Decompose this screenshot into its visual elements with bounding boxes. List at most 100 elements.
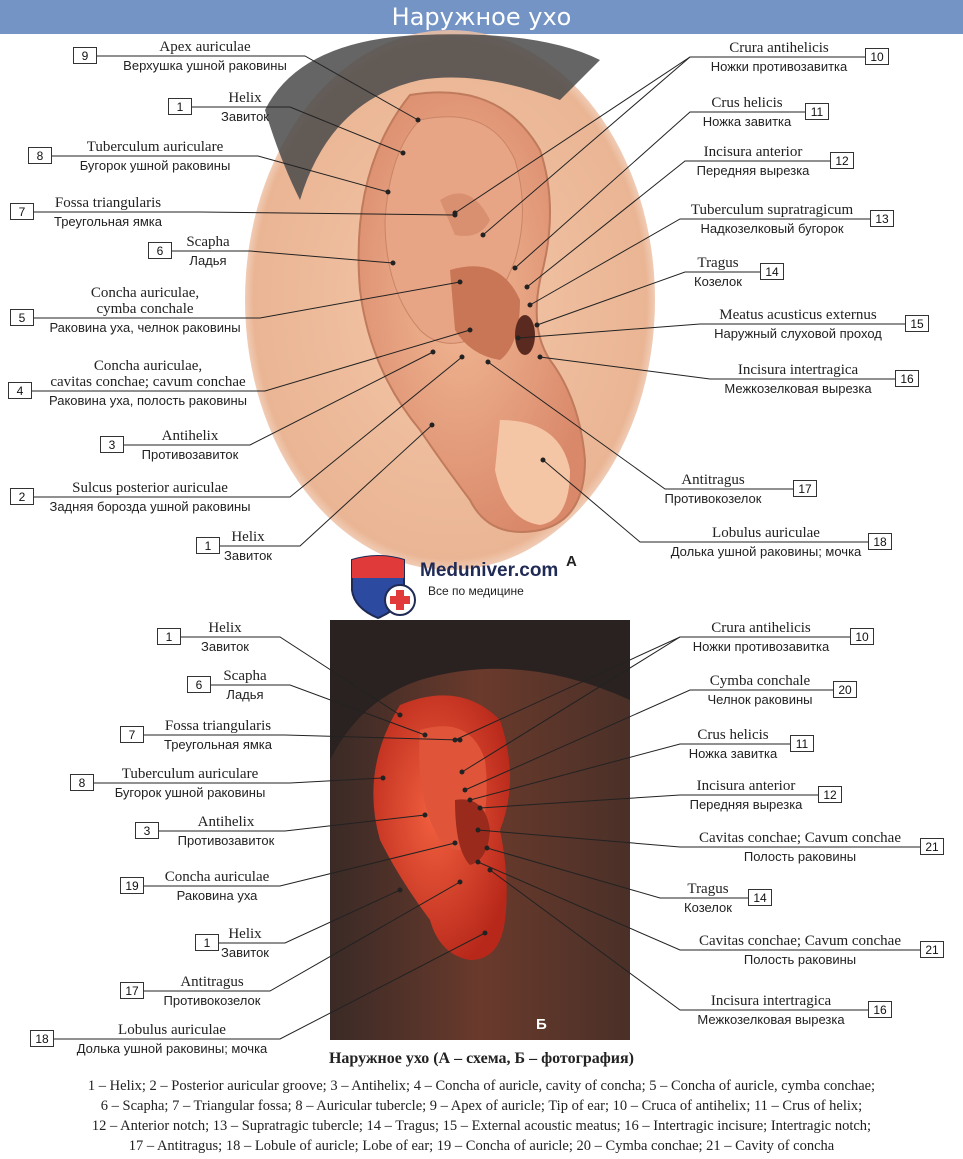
label-number: 11 — [790, 735, 814, 752]
label-russian: Раковина уха — [176, 888, 258, 903]
leader-line — [144, 734, 461, 741]
label-latin: Incisura anterior — [696, 778, 796, 794]
label-number: 10 — [850, 628, 874, 645]
leader-line — [461, 636, 850, 773]
leader-dot — [459, 354, 465, 360]
label-latin: Antihelix — [197, 814, 255, 830]
leader-line — [489, 869, 868, 1011]
leader-dot — [512, 265, 518, 271]
label-latin: Cavitas conchae; Cavum conchae — [698, 933, 902, 949]
label-latin: Helix — [228, 90, 262, 106]
leader-line — [479, 794, 818, 809]
label-number: 21 — [920, 838, 944, 855]
leader-dot — [515, 335, 521, 341]
leader-dot — [452, 210, 458, 216]
label-latin: Tuberculum supratragicum — [690, 202, 854, 218]
label-number: 1 — [195, 934, 219, 951]
leader-dot — [415, 117, 421, 123]
leader-dot — [459, 769, 465, 775]
leader-line — [526, 160, 830, 288]
leader-line — [181, 636, 401, 716]
label-russian: Противозавиток — [141, 447, 239, 462]
leader-dot — [467, 327, 473, 333]
leader-line — [517, 323, 905, 339]
label-latin: Helix — [231, 529, 265, 545]
leader-dot — [397, 887, 403, 893]
leader-dot — [540, 457, 546, 463]
leader-line — [536, 271, 760, 326]
leader-line — [54, 932, 486, 1040]
leader-line — [464, 689, 833, 791]
leader-dot — [422, 812, 428, 818]
label-number: 8 — [70, 774, 94, 791]
caption-line: 12 – Anterior notch; 13 – Supratragic tu… — [91, 1118, 872, 1134]
label-latin: Fossa triangularis — [54, 195, 162, 211]
leader-dot — [457, 279, 463, 285]
leader-dot — [467, 797, 473, 803]
leader-dot — [475, 859, 481, 865]
label-russian: Надкозелковый бугорок — [700, 221, 844, 236]
leader-line — [34, 211, 456, 216]
leader-line — [211, 684, 426, 736]
label-latin: Antihelix — [161, 428, 219, 444]
label-latin: Crura antihelicis — [729, 40, 829, 56]
leader-line — [220, 424, 433, 547]
leader-line — [529, 218, 870, 306]
meduniver-logo[interactable]: Meduniver.com Все по медицине — [348, 550, 558, 620]
label-number: 1 — [157, 628, 181, 645]
leader-dot — [452, 840, 458, 846]
label-russian: Передняя вырезка — [696, 163, 810, 178]
label-number: 3 — [135, 822, 159, 839]
label-latin: Incisura intertragica — [737, 362, 859, 378]
label-latin: Crus helicis — [711, 95, 783, 111]
leader-line — [34, 281, 461, 319]
leader-dot — [430, 349, 436, 355]
label-number: 10 — [865, 48, 889, 65]
label-russian: Челнок раковины — [707, 692, 813, 707]
label-russian: Бугорок ушной раковины — [114, 785, 266, 800]
leader-line — [32, 329, 471, 392]
label-latin: Meatus acusticus externus — [719, 307, 877, 323]
label-number: 12 — [830, 152, 854, 169]
label-latin: Incisura intertragica — [710, 993, 832, 1009]
label-russian: Раковина уха, челнок раковины — [49, 320, 241, 335]
leader-dot — [485, 359, 491, 365]
label-latin: Helix — [228, 926, 262, 942]
label-russian: Треугольная ямка — [163, 737, 273, 752]
label-number: 20 — [833, 681, 857, 698]
label-latin: Incisura anterior — [703, 144, 803, 160]
leader-line — [172, 250, 394, 264]
label-latin: Concha auriculae, cavitas conchae; cavum… — [50, 358, 246, 390]
label-russian: Ножки противозавитка — [692, 639, 830, 654]
label-latin: Tragus — [687, 881, 729, 897]
figure-a-letter: А — [566, 553, 577, 570]
shield-cross-icon — [351, 555, 416, 620]
label-number: 18 — [30, 1030, 54, 1047]
label-latin: Cavitas conchae; Cavum conchae — [698, 830, 902, 846]
leader-line — [477, 829, 920, 848]
label-number: 6 — [187, 676, 211, 693]
label-latin: Crus helicis — [697, 727, 769, 743]
label-russian: Завиток — [221, 945, 269, 960]
label-number: 14 — [748, 889, 772, 906]
leader-line — [514, 111, 805, 269]
label-number: 3 — [100, 436, 124, 453]
leader-dot — [462, 787, 468, 793]
label-latin: Tuberculum auriculare — [121, 766, 259, 782]
label-russian: Полость раковины — [743, 952, 857, 967]
label-russian: Завиток — [221, 109, 269, 124]
label-latin: Scapha — [186, 234, 230, 250]
title-banner: Наружное ухо — [0, 0, 963, 34]
label-russian: Задняя борозда ушной раковины — [49, 499, 251, 514]
label-number: 13 — [870, 210, 894, 227]
label-russian: Наружный слуховой проход — [714, 326, 882, 341]
label-number: 4 — [8, 382, 32, 399]
label-latin: Lobulus auriculae — [712, 525, 820, 541]
label-russian: Противозавиток — [177, 833, 275, 848]
leader-line — [144, 881, 461, 992]
label-russian: Верхушка ушной раковины — [123, 58, 287, 73]
label-russian: Долька ушной раковины; мочка — [670, 544, 862, 559]
label-number: 1 — [168, 98, 192, 115]
leader-dot — [380, 775, 386, 781]
